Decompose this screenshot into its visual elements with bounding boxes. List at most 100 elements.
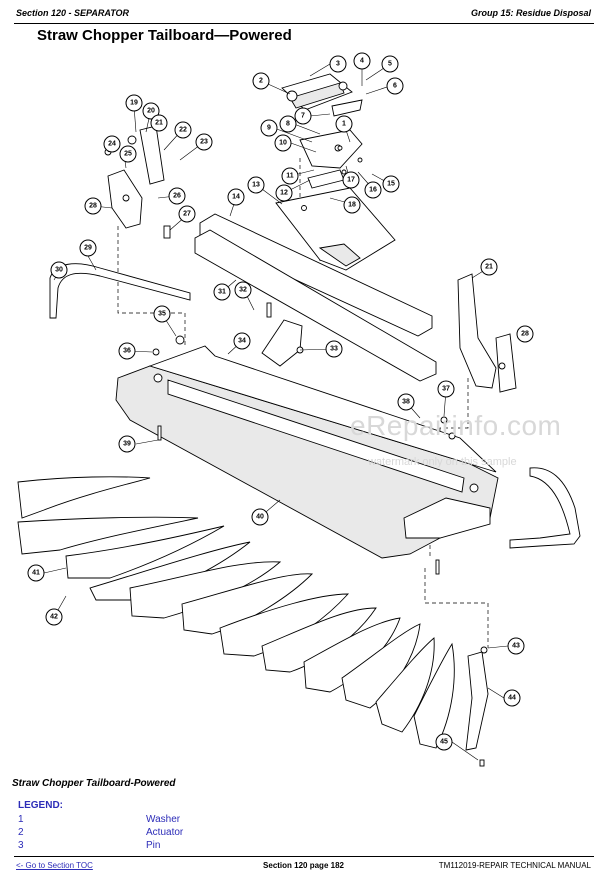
callout-45: 45 [435, 733, 453, 751]
svg-text:11: 11 [286, 173, 294, 180]
svg-text:17: 17 [347, 177, 355, 184]
footer-divider [14, 856, 594, 857]
svg-text:2: 2 [259, 78, 263, 85]
svg-text:27: 27 [183, 211, 191, 218]
svg-text:1: 1 [342, 121, 346, 128]
svg-text:38: 38 [402, 399, 410, 406]
header-divider [14, 23, 594, 24]
callout-31: 31 [213, 283, 231, 301]
callout-29: 29 [79, 239, 97, 257]
svg-text:15: 15 [387, 181, 395, 188]
svg-text:9: 9 [267, 125, 271, 132]
callout-17: 17 [342, 171, 360, 189]
left-bracket [104, 125, 165, 229]
svg-text:34: 34 [238, 338, 246, 345]
svg-text:26: 26 [173, 193, 181, 200]
svg-text:40: 40 [256, 514, 264, 521]
callout-12: 12 [275, 184, 293, 202]
group-header: Group 15: Residue Disposal [470, 8, 591, 18]
callout-34: 34 [233, 332, 251, 350]
callout-38: 38 [397, 393, 415, 411]
legend-title: LEGEND: [18, 800, 63, 811]
svg-text:7: 7 [301, 113, 305, 120]
right-handle-rod [509, 467, 581, 549]
callout-33: 33 [325, 340, 343, 358]
callout-22: 22 [174, 121, 192, 139]
callout-21a: 21 [150, 114, 168, 132]
callout-32: 32 [234, 281, 252, 299]
actuator-part [281, 73, 363, 117]
callout-21b: 21 [480, 258, 498, 276]
toc-link[interactable]: <- Go to Section TOC [16, 861, 93, 870]
page-title: Straw Chopper Tailboard—Powered [37, 27, 292, 44]
callout-41: 41 [27, 564, 45, 582]
callout-10: 10 [274, 134, 292, 152]
svg-text:12: 12 [280, 190, 288, 197]
callout-8: 8 [279, 115, 297, 133]
callout-43: 43 [507, 637, 525, 655]
callout-23: 23 [195, 133, 213, 151]
callout-11: 11 [281, 167, 299, 185]
callout-3: 3 [329, 55, 347, 73]
svg-text:39: 39 [123, 441, 131, 448]
svg-text:23: 23 [200, 139, 208, 146]
callout-44: 44 [503, 689, 521, 707]
callout-28a: 28 [84, 197, 102, 215]
legend-row: 2 Actuator [18, 827, 318, 840]
callout-6: 6 [386, 77, 404, 95]
svg-text:3: 3 [336, 61, 340, 68]
legend-description: Actuator [146, 827, 184, 838]
legend-number: 1 [18, 814, 24, 825]
legend-number: 2 [18, 827, 24, 838]
channel-bar [194, 213, 437, 382]
callout-14: 14 [227, 188, 245, 206]
svg-text:18: 18 [348, 202, 356, 209]
svg-text:21: 21 [485, 264, 493, 271]
svg-text:28: 28 [89, 203, 97, 210]
mounting-plate [275, 187, 396, 271]
svg-text:30: 30 [55, 267, 63, 274]
svg-text:45: 45 [440, 739, 448, 746]
callout-27: 27 [178, 205, 196, 223]
fin-blades [17, 476, 489, 751]
callout-2: 2 [252, 72, 270, 90]
callout-25: 25 [119, 145, 137, 163]
svg-text:35: 35 [158, 311, 166, 318]
callout-26: 26 [168, 187, 186, 205]
svg-text:36: 36 [123, 348, 131, 355]
svg-text:31: 31 [218, 289, 226, 296]
svg-text:33: 33 [330, 346, 338, 353]
manual-id: TM112019-REPAIR TECHNICAL MANUAL [438, 861, 591, 870]
svg-text:5: 5 [388, 61, 392, 68]
svg-text:41: 41 [32, 570, 40, 577]
callout-9: 9 [260, 119, 278, 137]
watermark-brand: eRepairinfo.com [350, 410, 562, 441]
svg-text:21: 21 [155, 120, 163, 127]
callout-35: 35 [153, 305, 171, 323]
callout-19: 19 [125, 94, 143, 112]
svg-text:29: 29 [84, 245, 92, 252]
svg-text:8: 8 [286, 121, 290, 128]
svg-text:22: 22 [179, 127, 187, 134]
callout-42: 42 [45, 608, 63, 626]
callout-37: 37 [437, 380, 455, 398]
svg-text:43: 43 [512, 643, 520, 650]
page-number: Section 120 page 182 [263, 861, 344, 870]
callout-30: 30 [50, 261, 68, 279]
svg-text:20: 20 [147, 108, 155, 115]
exploded-parts-diagram: 1 2 3 4 5 6 7 8 9 10 11 12 13 14 15 16 1… [17, 52, 581, 767]
alignment-line [424, 568, 489, 648]
svg-text:19: 19 [130, 100, 138, 107]
center-bracket [261, 319, 303, 367]
svg-text:32: 32 [239, 287, 247, 294]
legend-description: Washer [146, 814, 181, 825]
svg-text:4: 4 [360, 58, 364, 65]
svg-text:14: 14 [232, 194, 240, 201]
callout-40: 40 [251, 508, 269, 526]
callout-39: 39 [118, 435, 136, 453]
callout-28b: 28 [516, 325, 534, 343]
callout-1: 1 [335, 115, 353, 133]
svg-text:28: 28 [521, 331, 529, 338]
callout-5: 5 [381, 55, 399, 73]
callout-7: 7 [294, 107, 312, 125]
